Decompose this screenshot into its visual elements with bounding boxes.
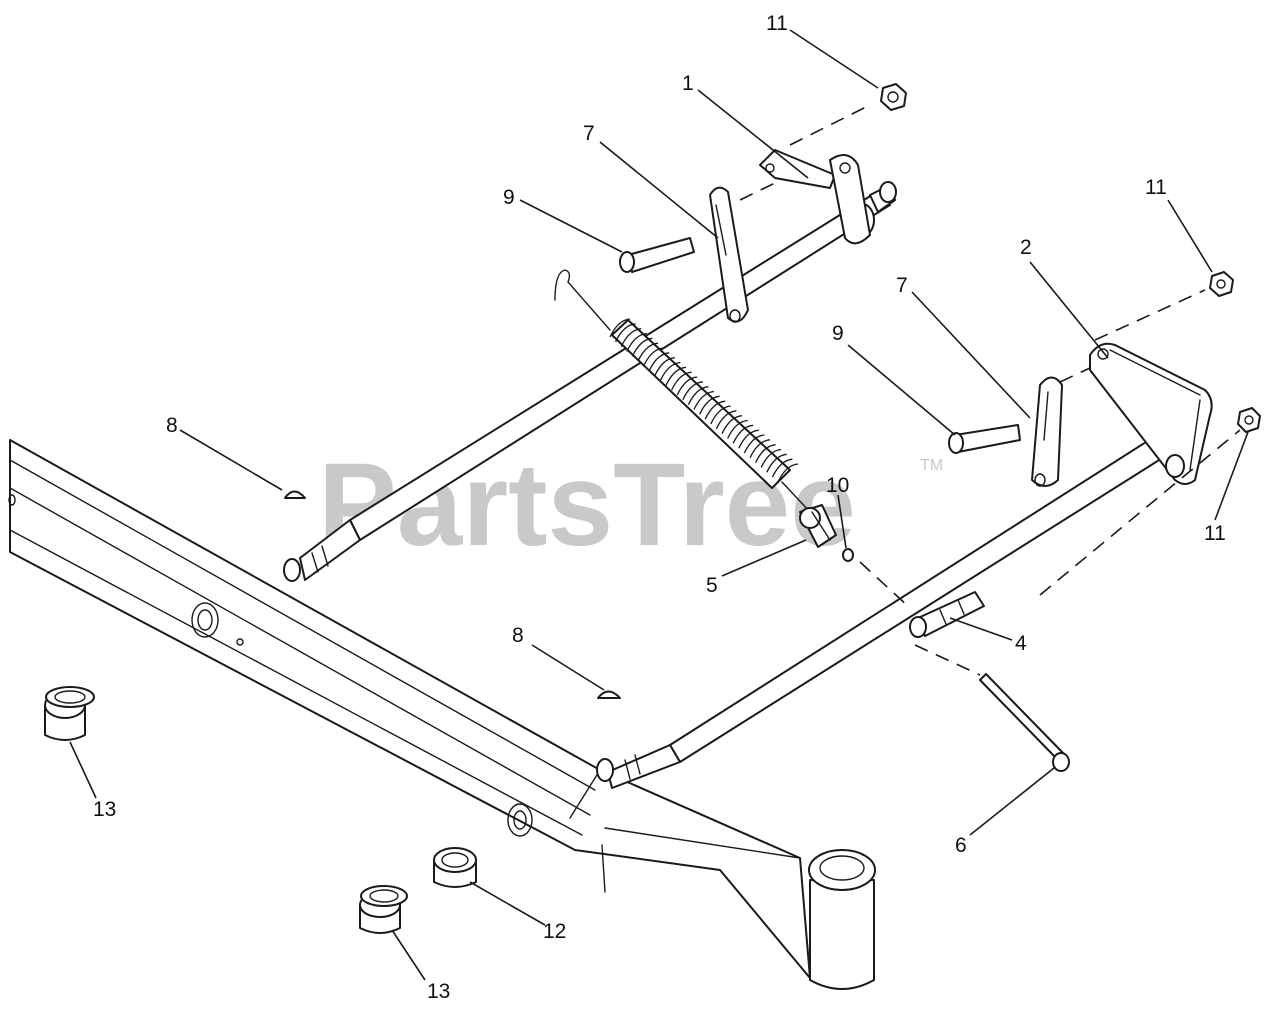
spring-coil [732,424,754,444]
callout-2: 2 [1020,236,1032,259]
spring-coil [620,328,642,347]
spring-coil [665,366,687,386]
spring-coil [671,371,692,391]
callout-10: 10 [826,474,849,497]
spring-coil [676,376,698,396]
clevis-pin-left[interactable] [619,237,695,273]
callout-11-mid: 11 [1145,176,1167,199]
callout-5: 5 [706,574,718,597]
spring-adjuster[interactable] [799,504,837,548]
callout-13-left: 13 [93,798,116,821]
callout-labels: 11 1 11 7 9 2 7 9 11 8 10 5 4 8 6 13 12 … [93,12,1226,1003]
bushing-bottom[interactable] [359,885,408,934]
woodruff-key-left[interactable] [284,490,306,499]
pivot-pin[interactable] [909,591,985,638]
spring-coil [693,390,715,410]
link-plate-left[interactable] [709,186,749,323]
spring-coil [749,439,771,459]
clevis-bolt[interactable] [979,673,1070,772]
callout-7-right: 7 [896,274,908,297]
spring-coil [766,453,787,473]
callout-1: 1 [682,72,694,95]
extension-spring[interactable] [554,269,811,513]
callout-12: 12 [543,920,566,943]
spring-coil [771,458,793,478]
lift-arm-left[interactable] [759,149,871,245]
spring-coil [727,419,748,439]
watermark-tm: TM [920,457,943,474]
callout-9-left: 9 [503,186,515,209]
spring-coil [631,337,653,357]
spring-coil [710,405,731,425]
hex-nut-right[interactable] [1237,407,1261,433]
bushing-left[interactable] [44,686,95,741]
callout-8-left: 8 [166,414,178,437]
spring-coil [755,444,776,463]
woodruff-key-right[interactable] [597,690,621,699]
callout-11-top: 11 [766,12,788,35]
spring-coil [643,347,664,367]
callout-8-right: 8 [512,624,524,647]
spring-coil [682,381,703,401]
spring-coil [777,463,799,483]
spring-coil [687,386,709,405]
bushing-center[interactable] [433,847,477,888]
spring-coil [659,361,681,381]
small-nut[interactable] [842,548,854,562]
spring-coil [760,448,782,468]
spring-coil [637,342,659,362]
frame-beam[interactable] [8,439,876,990]
spring-coil [648,352,670,372]
hex-nut-top[interactable] [880,83,907,111]
callout-9-right: 9 [832,322,844,345]
spring-coil [654,357,675,376]
callout-4: 4 [1015,632,1027,655]
spring-coil [704,400,726,420]
callout-11-right: 11 [1204,522,1226,545]
spring-coil [715,410,737,430]
spring-coil [699,395,720,415]
callout-7-left: 7 [583,122,595,145]
spring-coil [738,429,759,449]
spring-coil [721,415,743,434]
spring-coil [626,332,647,352]
clevis-pin-right[interactable] [948,424,1021,454]
callout-6: 6 [955,834,967,857]
link-plate-right[interactable] [1031,376,1063,487]
spring-coil [615,323,636,343]
callout-13-bottom: 13 [427,980,450,1003]
spring-coil [609,318,631,338]
spring-coil [743,434,765,454]
hex-nut-mid[interactable] [1209,271,1234,297]
lift-arm-right[interactable] [1089,342,1213,485]
